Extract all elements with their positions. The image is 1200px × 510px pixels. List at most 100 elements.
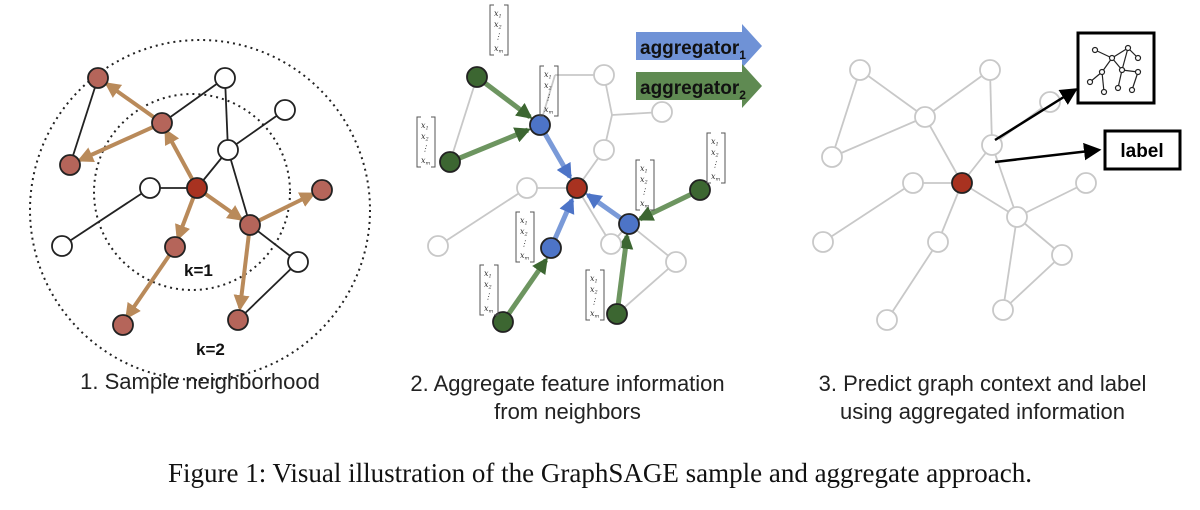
node-sampled xyxy=(239,214,261,236)
node-center xyxy=(951,172,973,194)
node-faded xyxy=(821,146,843,168)
node-center xyxy=(186,177,208,199)
node-white xyxy=(217,139,239,161)
aggregator-1-label: aggregator1 xyxy=(640,38,746,62)
node-hop2 xyxy=(492,311,514,333)
node-sampled xyxy=(311,179,333,201)
panel2-green-arrows xyxy=(449,75,702,324)
aggregator-2-arrow: aggregator2 xyxy=(636,64,762,108)
node-faded xyxy=(812,231,834,253)
panel3-nodes xyxy=(812,59,1097,331)
feature-vector-entry: x2 xyxy=(544,81,552,92)
node-sampled xyxy=(112,314,134,336)
panel1-edges xyxy=(61,77,299,321)
node-center xyxy=(566,177,588,199)
feature-vector-entry: x2 xyxy=(520,227,528,238)
label-arrow xyxy=(994,142,1102,164)
node-sampled xyxy=(151,112,173,134)
panel2-nodes xyxy=(427,64,711,333)
panel-2-caption: 2. Aggregate feature information from ne… xyxy=(410,371,725,424)
feature-vector-entry: ⋮ xyxy=(520,239,528,248)
node-white xyxy=(214,67,236,89)
feature-vector-entry: x2 xyxy=(421,132,429,143)
feature-vector-entry: x2 xyxy=(484,280,492,291)
feature-vector-entry: x1 xyxy=(640,164,648,175)
feature-vector-entry: xm xyxy=(590,309,600,320)
node-faded xyxy=(665,251,687,273)
aggregator-1-arrow: aggregator1 xyxy=(636,24,762,68)
node-faded xyxy=(516,177,538,199)
k1-boundary xyxy=(93,93,291,291)
label-box: label xyxy=(1103,129,1182,171)
node-faded xyxy=(1051,244,1073,266)
k1-label: k=1 xyxy=(184,261,213,280)
feature-vector-entry: ⋮ xyxy=(544,93,552,102)
node-white xyxy=(51,235,73,257)
feature-vector-entry: xm xyxy=(494,44,504,55)
node-white xyxy=(274,99,296,121)
feature-vector-entry: xm xyxy=(484,304,494,315)
feature-vector-entry: x2 xyxy=(494,20,502,31)
node-faded xyxy=(593,139,615,161)
graph-context-icon xyxy=(1076,31,1156,105)
node-sampled xyxy=(164,236,186,258)
feature-vector-entry: x1 xyxy=(520,216,528,227)
feature-vector-entry: xm xyxy=(711,172,721,183)
node-faded xyxy=(876,309,898,331)
node-faded xyxy=(914,106,936,128)
feature-vector-entry: ⋮ xyxy=(484,292,492,301)
feature-vector-entry: x1 xyxy=(711,137,719,148)
feature-vector-entry: ⋮ xyxy=(421,144,429,153)
node-hop2 xyxy=(466,66,488,88)
feature-vector-entry: xm xyxy=(544,105,554,116)
feature-vector-entry: xm xyxy=(520,251,530,262)
feature-vector-entry: ⋮ xyxy=(494,32,502,41)
node-faded xyxy=(902,172,924,194)
panel-1-caption: 1. Sample neighborhood xyxy=(80,369,320,394)
node-hop1 xyxy=(529,114,551,136)
feature-vector-entry: x1 xyxy=(590,274,598,285)
feature-vector-entry: x1 xyxy=(421,121,429,132)
node-sampled xyxy=(59,154,81,176)
feature-vector-entry: x1 xyxy=(484,269,492,280)
node-hop1 xyxy=(618,213,640,235)
node-faded xyxy=(849,59,871,81)
node-sampled xyxy=(87,67,109,89)
node-faded xyxy=(427,235,449,257)
feature-vector-entry: ⋮ xyxy=(590,297,598,306)
feature-vector-entry: x2 xyxy=(590,285,598,296)
k2-label: k=2 xyxy=(196,340,225,359)
feature-vector-entry: x1 xyxy=(494,9,502,20)
node-sampled xyxy=(227,309,249,331)
panel-3-predict: label xyxy=(812,31,1182,331)
figure-caption: Figure 1: Visual illustration of the Gra… xyxy=(168,458,1032,488)
feature-vector-entry: xm xyxy=(421,156,431,167)
node-faded xyxy=(593,64,615,86)
feature-vector-entry: x2 xyxy=(711,148,719,159)
panel1-nodes xyxy=(51,67,333,336)
aggregator-2-label: aggregator2 xyxy=(640,78,746,102)
feature-vector-entry: x1 xyxy=(544,70,552,81)
node-white xyxy=(287,251,309,273)
node-hop2 xyxy=(606,303,628,325)
label-text: label xyxy=(1120,141,1163,162)
node-faded xyxy=(1006,206,1028,228)
feature-vector-entry: ⋮ xyxy=(640,187,648,196)
node-faded xyxy=(992,299,1014,321)
panel-1-sample-neighborhood: k=1 k=2 xyxy=(29,39,371,381)
node-faded xyxy=(600,233,622,255)
feature-vector-entry: ⋮ xyxy=(711,160,719,169)
panel-3-caption: 3. Predict graph context and label using… xyxy=(818,371,1147,424)
node-faded xyxy=(927,231,949,253)
graph-context-arrow xyxy=(994,88,1078,142)
node-faded xyxy=(979,59,1001,81)
